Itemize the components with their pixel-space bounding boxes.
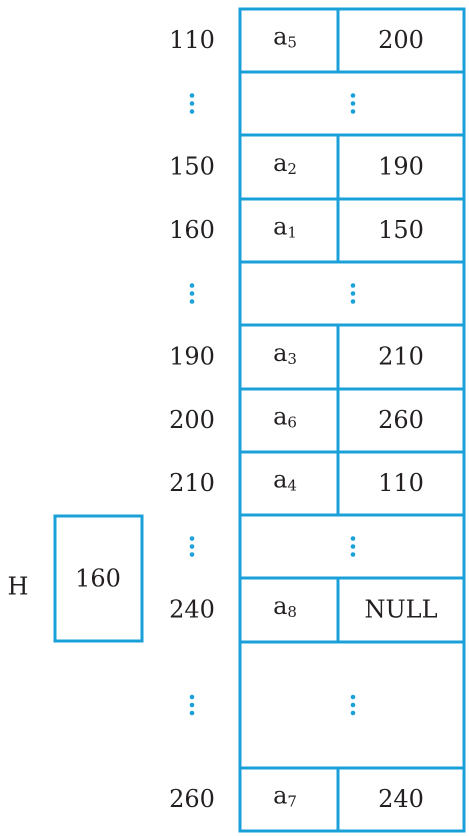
row-next-pointer: 240 xyxy=(378,785,424,813)
row-data: a3 xyxy=(273,339,297,369)
head-pointer-box xyxy=(53,514,144,643)
row-address: 260 xyxy=(169,785,215,813)
row-next-pointer: 190 xyxy=(378,153,424,181)
row-address: 210 xyxy=(169,469,215,497)
row-data: a1 xyxy=(273,212,297,242)
row-address: 110 xyxy=(169,26,215,54)
row-data: a7 xyxy=(273,781,297,811)
row-next-pointer: 110 xyxy=(378,469,424,497)
row-next-pointer: 260 xyxy=(378,406,424,434)
row-next-pointer: NULL xyxy=(364,596,437,624)
ellipsis-address xyxy=(189,694,195,716)
ellipsis-cell xyxy=(350,283,356,304)
row-data: a6 xyxy=(273,402,297,432)
ellipsis-address xyxy=(189,283,195,304)
row-next-pointer: 200 xyxy=(378,26,424,54)
ellipsis-cell xyxy=(350,536,356,557)
head-pointer-label: H xyxy=(8,573,29,601)
row-next-pointer: 210 xyxy=(378,343,424,371)
ellipsis-address xyxy=(189,536,195,557)
row-data: a8 xyxy=(273,592,297,622)
row-address: 200 xyxy=(169,406,215,434)
ellipsis-cell xyxy=(350,93,356,114)
ellipsis-cell xyxy=(350,694,356,716)
row-address: 240 xyxy=(169,596,215,624)
row-address: 160 xyxy=(169,216,215,244)
row-data: a5 xyxy=(273,22,297,52)
head-pointer-value: 160 xyxy=(75,565,121,593)
row-next-pointer: 150 xyxy=(378,216,424,244)
row-address: 190 xyxy=(169,343,215,371)
memory-rows: 110 a5 200 150 a2 190 160 a1 150 190 a3 210 200 a6 260… xyxy=(169,9,464,831)
memory-table xyxy=(238,7,466,833)
row-data: a2 xyxy=(273,149,297,179)
row-address: 150 xyxy=(169,153,215,181)
row-data: a4 xyxy=(273,465,297,495)
ellipsis-address xyxy=(189,93,195,114)
